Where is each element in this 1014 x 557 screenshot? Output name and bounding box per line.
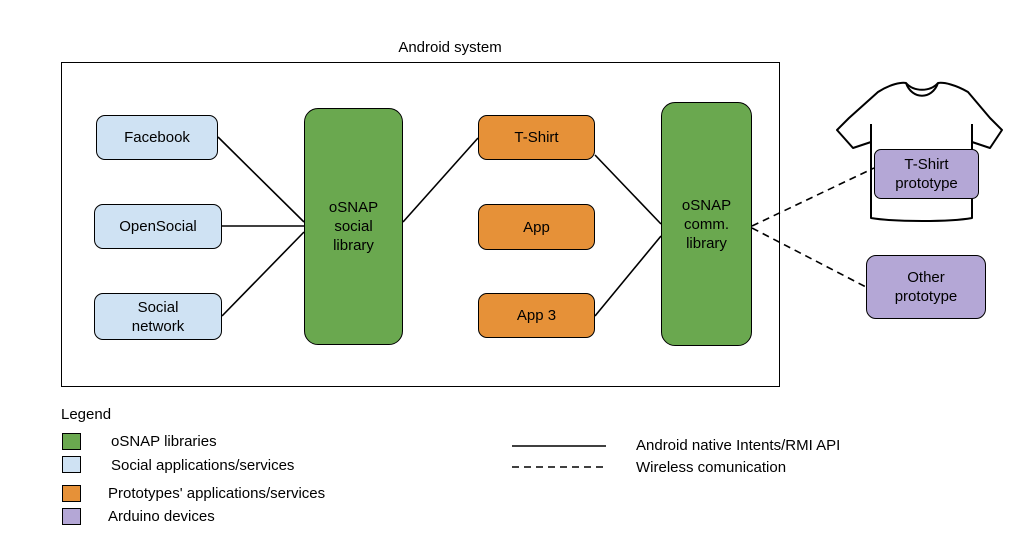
legend-swatch-social — [62, 456, 81, 473]
legend-label-native-api: Android native Intents/RMI API — [636, 437, 841, 454]
legend-label-prototypes: Prototypes' applications/services — [108, 485, 326, 502]
node-opensocial: OpenSocial — [94, 204, 222, 249]
node-comm-library: oSNAP comm. library — [661, 102, 752, 346]
connector-socialnetwork-library — [221, 231, 305, 317]
connector-app3-comm — [594, 235, 662, 317]
legend-label-wireless: Wireless comunication — [636, 459, 787, 476]
connector-comm-tshirt-prototype — [751, 167, 875, 227]
connector-comm-other-prototype — [751, 227, 867, 288]
legend-swatch-arduino — [62, 508, 81, 525]
node-other-prototype: Other prototype — [866, 255, 986, 319]
legend-swatch-libraries — [62, 433, 81, 450]
node-app: App — [478, 204, 595, 250]
legend-swatch-prototypes — [62, 485, 81, 502]
connector-tshirt-comm — [594, 154, 662, 225]
legend-title: Legend — [61, 406, 112, 423]
android-system-frame — [61, 62, 780, 387]
node-social-network: Social network — [94, 293, 222, 340]
connector-facebook-library — [217, 136, 305, 223]
node-facebook: Facebook — [96, 115, 218, 160]
legend-label-arduino: Arduino devices — [108, 508, 215, 525]
system-title: Android system — [398, 39, 502, 56]
legend-label-social: Social applications/services — [111, 457, 295, 474]
node-app3: App 3 — [478, 293, 595, 338]
connector-library-tshirt — [402, 137, 479, 223]
node-social-library: oSNAP social library — [304, 108, 403, 345]
legend-label-libraries: oSNAP libraries — [111, 433, 217, 450]
node-tshirt-app: T-Shirt — [478, 115, 595, 160]
node-tshirt-prototype: T-Shirt prototype — [874, 149, 979, 199]
